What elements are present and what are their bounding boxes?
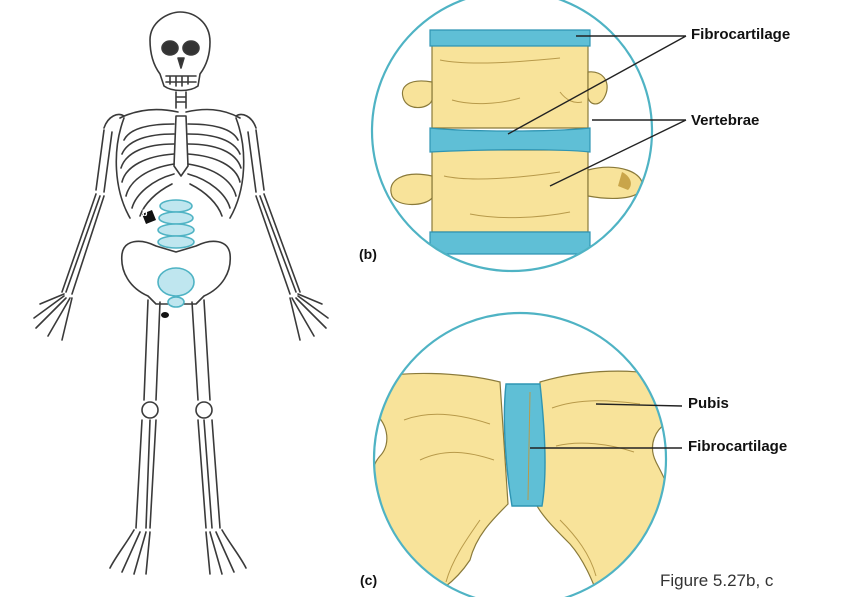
eye-socket-right (183, 41, 199, 55)
symphysis-fibrocartilage (504, 384, 545, 506)
figure-caption: Figure 5.27b, c (660, 571, 773, 591)
disc-bottom (430, 232, 590, 254)
label-b-fibrocartilage: Fibrocartilage (691, 26, 790, 43)
disc-top (430, 30, 590, 46)
forearm-right (256, 194, 300, 294)
patella-left (142, 402, 158, 418)
disc-middle (430, 128, 590, 152)
humerus-left (96, 130, 112, 192)
patella-right (196, 402, 212, 418)
skeleton-marker-b: b (142, 208, 148, 218)
tibia-right (198, 420, 220, 528)
panel-c-pubic-symphysis (370, 313, 682, 597)
vertebra-lower (432, 150, 588, 232)
femur-left (144, 300, 160, 400)
label-c-fibrocartilage: Fibrocartilage (688, 438, 787, 455)
eye-socket-left (162, 41, 178, 55)
sacrum-highlight (158, 268, 194, 296)
lumbar-highlight (158, 200, 194, 248)
humerus-right (248, 130, 264, 192)
forearm-left (62, 194, 104, 294)
label-b-vertebrae: Vertebrae (691, 112, 759, 129)
ribs-right (188, 124, 241, 216)
foot-right (206, 530, 246, 574)
pubic-symphysis-highlight (168, 297, 184, 307)
panel-b-tag: (b) (359, 246, 377, 262)
sternum (174, 116, 188, 176)
hand-right (290, 294, 328, 340)
cervical-spine (176, 92, 186, 108)
tibia-left (136, 420, 156, 528)
hand-left (34, 294, 72, 340)
skull (150, 12, 210, 91)
marker-c-dot (161, 312, 169, 318)
panel-b-vertebrae (372, 0, 686, 271)
label-c-pubis: Pubis (688, 395, 729, 412)
femur-right (192, 300, 210, 400)
skeleton-illustration (34, 12, 328, 574)
panel-c-tag: (c) (360, 572, 377, 588)
foot-left (110, 530, 150, 574)
vertebra-upper (432, 42, 588, 128)
